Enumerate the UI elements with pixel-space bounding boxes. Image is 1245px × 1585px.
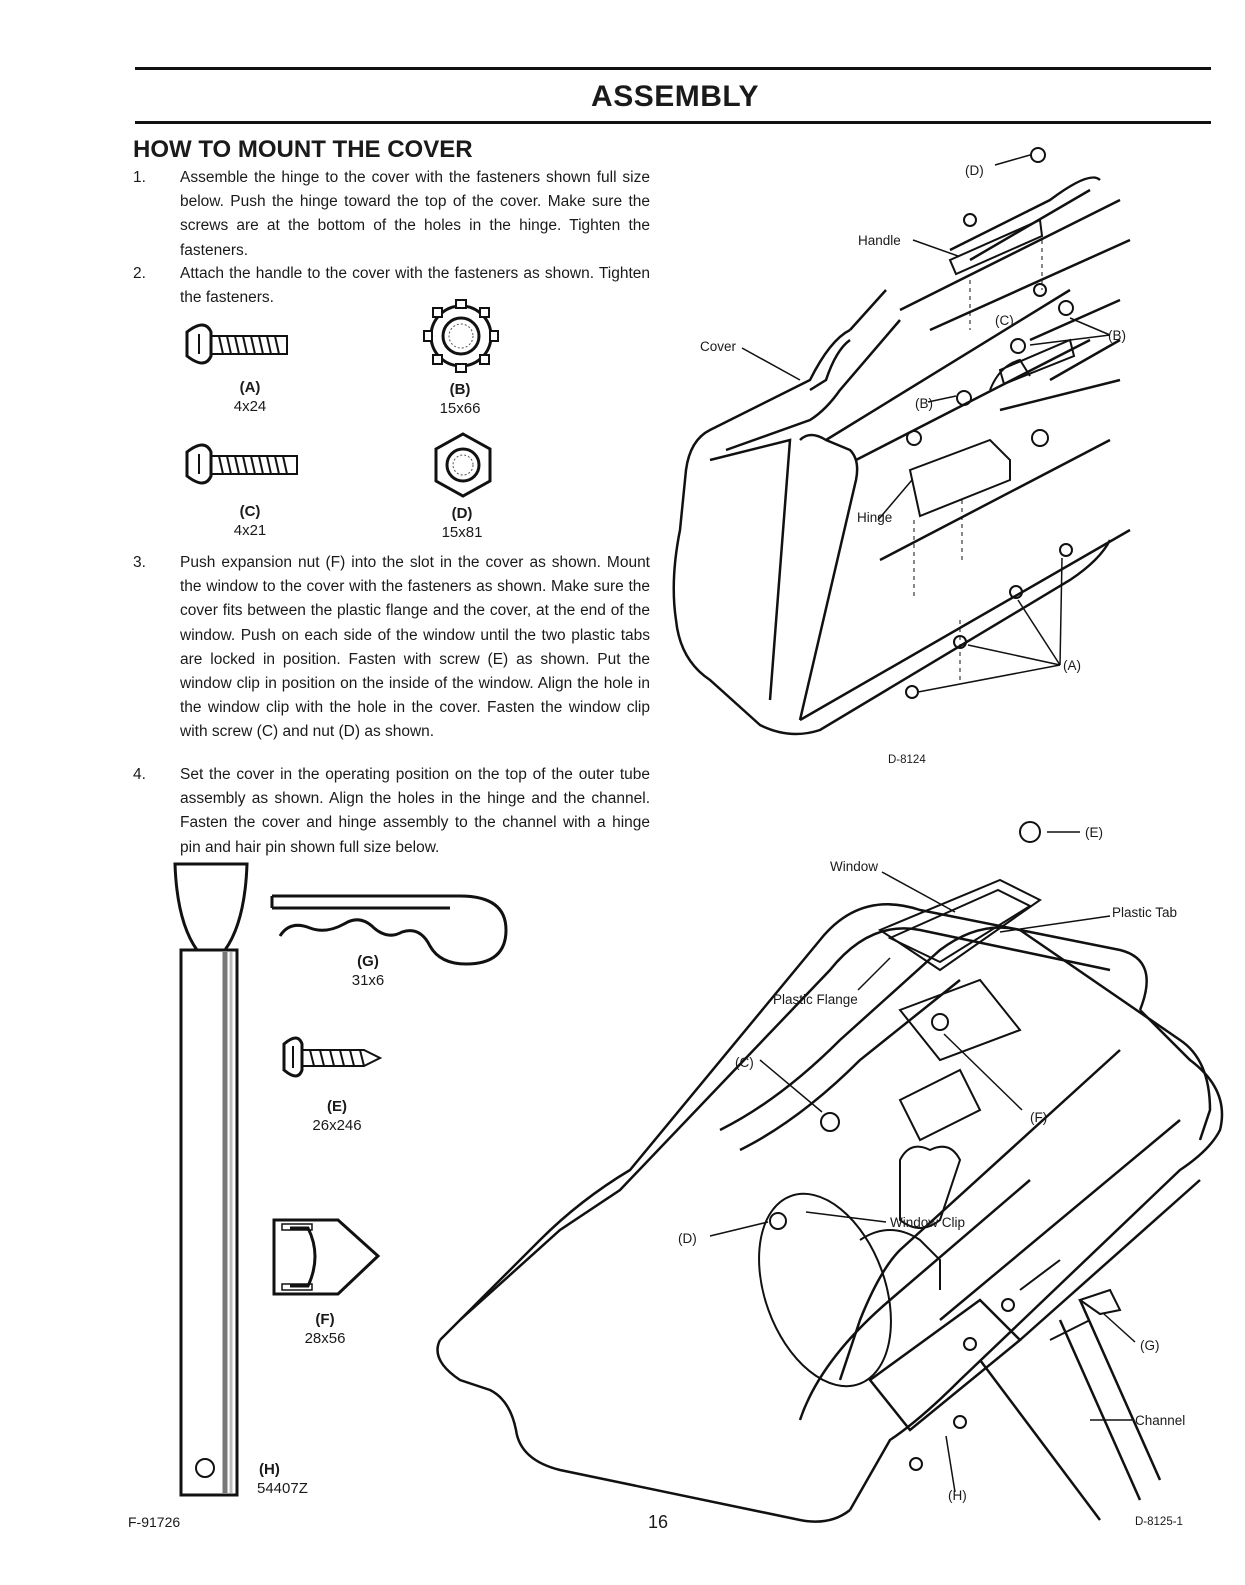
part-key: (D) — [451, 505, 473, 522]
callout-c-top: (C) — [995, 313, 1014, 328]
step-text: Set the cover in the operating position … — [180, 766, 650, 856]
part-c-label: (C) 4x21 — [210, 502, 290, 540]
callout-d-top: (D) — [965, 163, 984, 178]
callout-g: (G) — [1140, 1338, 1160, 1353]
callout-cover: Cover — [700, 339, 737, 354]
diagram2-code: D-8125-1 — [1135, 1516, 1183, 1528]
part-size: 26x246 — [312, 1117, 362, 1134]
callout-window: Window — [830, 859, 879, 874]
top-rule — [135, 67, 1211, 70]
part-size: 15x66 — [439, 400, 481, 417]
part-key: (H) — [259, 1461, 280, 1478]
part-g-label: (G) 31x6 — [328, 952, 408, 990]
step-number: 3. — [133, 554, 146, 571]
title-rule — [135, 121, 1211, 124]
step-text: Attach the handle to the cover with the … — [180, 265, 650, 307]
callout-d-window: (D) — [678, 1231, 697, 1246]
part-size: 28x56 — [304, 1330, 346, 1347]
callout-plastic-tab: Plastic Tab — [1112, 905, 1178, 920]
page-number: 16 — [648, 1512, 669, 1532]
hinge-pin-h-icon — [173, 862, 249, 1497]
part-b-label: (B) 15x66 — [420, 380, 500, 418]
callout-handle: Handle — [858, 233, 901, 248]
step-number: 1. — [133, 169, 146, 186]
callout-f: (F) — [1030, 1110, 1048, 1125]
callout-hinge: Hinge — [857, 510, 893, 525]
part-size: 4x21 — [233, 522, 267, 539]
part-size: 15x81 — [441, 524, 483, 541]
step-number: 2. — [133, 265, 146, 282]
callout-e: (E) — [1085, 825, 1103, 840]
part-size: 31x6 — [351, 972, 385, 989]
screw-e-icon — [282, 1036, 383, 1078]
callout-a: (A) — [1063, 658, 1081, 673]
part-f-label: (F) 28x56 — [285, 1310, 365, 1348]
step-2: 2. Attach the handle to the cover with t… — [133, 262, 653, 312]
hair-pin-g-icon — [270, 894, 508, 966]
callout-b-left: (B) — [915, 396, 933, 411]
hex-nut-d-icon — [434, 432, 492, 498]
step-1: 1. Assemble the hinge to the cover with … — [133, 166, 653, 266]
callout-b-right: (B) — [1108, 328, 1126, 343]
part-key: (B) — [449, 381, 471, 398]
part-key: (C) — [239, 503, 261, 520]
cover-hinge-diagram — [672, 147, 1131, 736]
step-4: 4. Set the cover in the operating positi… — [133, 763, 653, 863]
part-key: (A) — [239, 379, 261, 396]
diagram1-code: D-8124 — [888, 754, 926, 766]
part-a-label: (A) 4x24 — [210, 378, 290, 416]
part-key: (F) — [315, 1311, 335, 1328]
part-key: (E) — [327, 1098, 347, 1115]
part-d-label: (D) 15x81 — [422, 504, 502, 542]
step-3: 3. Push expansion nut (F) into the slot … — [133, 551, 653, 766]
section-heading: HOW TO MOUNT THE COVER — [133, 136, 473, 163]
screw-c-icon — [185, 443, 298, 485]
screw-a-icon — [185, 323, 288, 365]
callout-h: (H) — [948, 1488, 967, 1503]
callout-window-clip: Window Clip — [890, 1215, 966, 1230]
window-assembly-diagram — [436, 821, 1224, 1523]
part-size: 54407Z — [257, 1480, 308, 1497]
step-text: Assemble the hinge to the cover with the… — [180, 169, 650, 259]
footer-left-code: F-91726 — [128, 1514, 181, 1530]
step-text: Push expansion nut (F) into the slot in … — [180, 554, 650, 741]
callout-channel: Channel — [1135, 1413, 1186, 1428]
page-title: ASSEMBLY — [591, 80, 759, 113]
callout-c-window: (C) — [735, 1055, 754, 1070]
part-key: (G) — [357, 953, 379, 970]
part-h-label: (H) 54407Z — [242, 1460, 322, 1498]
lock-nut-b-icon — [423, 299, 499, 373]
callout-plastic-flange: Plastic Flange — [773, 992, 858, 1007]
step-number: 4. — [133, 766, 146, 783]
part-size: 4x24 — [233, 398, 267, 415]
part-e-label: (E) 26x246 — [297, 1097, 377, 1135]
expansion-nut-f-icon — [272, 1218, 381, 1296]
